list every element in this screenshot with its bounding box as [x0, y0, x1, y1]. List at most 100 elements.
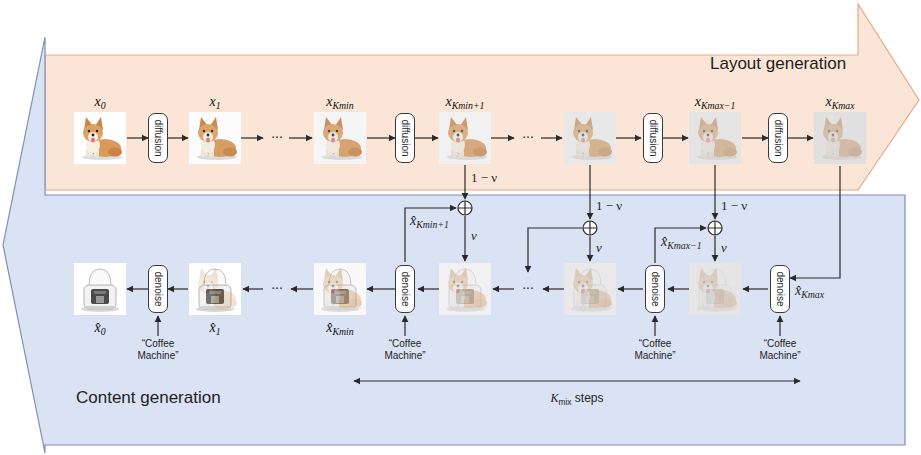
label-holder: ... — [265, 276, 289, 292]
illustration-part — [458, 201, 472, 215]
image-node: x̂0 — [73, 263, 127, 337]
photo-thumbnail — [439, 263, 491, 315]
label-holder: x̂Kmax — [795, 282, 824, 304]
illustration-part — [464, 216, 465, 261]
illustration-part — [405, 208, 456, 262]
illustration-part — [714, 236, 715, 261]
photo-thumbnail — [314, 112, 366, 164]
annotation-text: 1 − ν — [471, 170, 497, 186]
illustration-part — [654, 316, 655, 336]
label-holder: x̂Kmin+1 — [410, 212, 449, 234]
annotation-text: x̂Kmax−1 — [661, 233, 702, 255]
illustration-part — [689, 263, 741, 315]
math-symbol: x — [446, 94, 452, 109]
image-node: xKmax — [813, 92, 867, 166]
illustration-part — [314, 112, 366, 164]
illustration-part — [189, 112, 241, 164]
math-subscript: mix — [558, 397, 571, 407]
image-label: x0 — [73, 92, 127, 112]
photo-thumbnail — [564, 263, 616, 315]
illustration-part — [814, 112, 866, 164]
illustration-part — [197, 268, 237, 311]
math-subscript: Kmin+1 — [452, 100, 485, 111]
sum-symbols — [458, 201, 722, 235]
illustration-part — [528, 228, 582, 272]
photo-thumbnail — [189, 112, 241, 164]
process-box: denoise — [148, 265, 168, 313]
image-label: xKmin+1 — [438, 92, 492, 112]
photo-thumbnail — [689, 112, 741, 164]
illustration-part — [74, 263, 126, 315]
illustration-part — [81, 269, 119, 312]
illustration-part — [583, 221, 597, 235]
process-box: denoise — [395, 265, 415, 313]
box-label: diffusion — [399, 119, 411, 156]
image-label: x̂Kmin — [313, 318, 367, 338]
image-label: x1 — [188, 92, 242, 112]
math-symbol: x — [326, 94, 332, 109]
math-symbol: x̂ — [410, 213, 416, 228]
math-subscript: Kmax−1 — [667, 240, 701, 251]
label-holder: Kmix steps — [517, 390, 637, 410]
math-subscript: Kmin+1 — [416, 219, 449, 230]
illustration-part — [189, 263, 241, 315]
illustration-part — [464, 165, 465, 199]
label-holder: x̂Kmax−1 — [661, 233, 702, 255]
math-subscript: Kmax−1 — [701, 100, 735, 111]
image-node: xKmin — [313, 92, 367, 166]
box-label: denoise — [399, 271, 411, 306]
annotation-text: ... — [265, 276, 289, 292]
band-outline — [3, 37, 905, 453]
arrow-connector — [790, 166, 840, 278]
illustration-part — [491, 137, 514, 138]
box-label: denoise — [774, 271, 786, 306]
photo-thumbnail — [189, 263, 241, 315]
label-holder: ... — [265, 125, 289, 141]
annotation-text: “Coffee Machine” — [375, 338, 435, 362]
illustration-part — [564, 263, 616, 315]
box-label: denoise — [152, 271, 164, 306]
image-node: x0 — [73, 92, 127, 166]
math-symbol: x̂ — [94, 320, 100, 335]
illustration-part — [689, 112, 741, 164]
math-symbol: x — [695, 94, 701, 109]
annotation-text: “Coffee Machine” — [128, 338, 188, 362]
illustration-part — [241, 137, 263, 138]
label-holder: “Coffee Machine” — [375, 338, 435, 362]
arrow-connector — [127, 288, 148, 289]
illustration-part — [439, 112, 491, 164]
illustration-part — [708, 221, 722, 235]
photo-thumbnail — [689, 263, 741, 315]
illustration-part — [493, 288, 514, 289]
illustration-part — [564, 112, 616, 164]
annotation-text: ν — [471, 228, 477, 244]
illustration-part — [314, 112, 366, 164]
illustration-part — [439, 263, 491, 315]
flow-arrows — [158, 138, 800, 381]
annotation-text: ν — [721, 240, 727, 256]
arrow-connector — [788, 137, 813, 138]
image-node: x̂Kmin — [313, 263, 367, 337]
label-tail: steps — [572, 391, 604, 405]
annotation-text: ν — [596, 240, 602, 256]
process-box: denoise — [645, 265, 665, 313]
band-title: Content generation — [76, 388, 221, 408]
illustration-part — [243, 288, 263, 289]
annotation-text: x̂Kmin+1 — [410, 212, 449, 234]
label-holder: ν — [596, 240, 602, 256]
math-symbol: x — [825, 94, 831, 109]
box-label: denoise — [649, 271, 661, 306]
label-holder: ... — [516, 125, 540, 141]
math-subscript: Kmax — [801, 289, 824, 300]
math-subscript: Kmin — [332, 326, 353, 337]
math-subscript: 1 — [216, 326, 221, 337]
illustration-part — [541, 137, 562, 138]
label-holder: ν — [471, 228, 477, 244]
image-label: xKmax−1 — [688, 92, 742, 112]
band-outline — [45, 4, 919, 190]
label-holder: ... — [516, 276, 540, 292]
illustration-part — [814, 112, 866, 164]
photo-thumbnail — [74, 263, 126, 315]
math-symbol: K — [550, 391, 558, 405]
